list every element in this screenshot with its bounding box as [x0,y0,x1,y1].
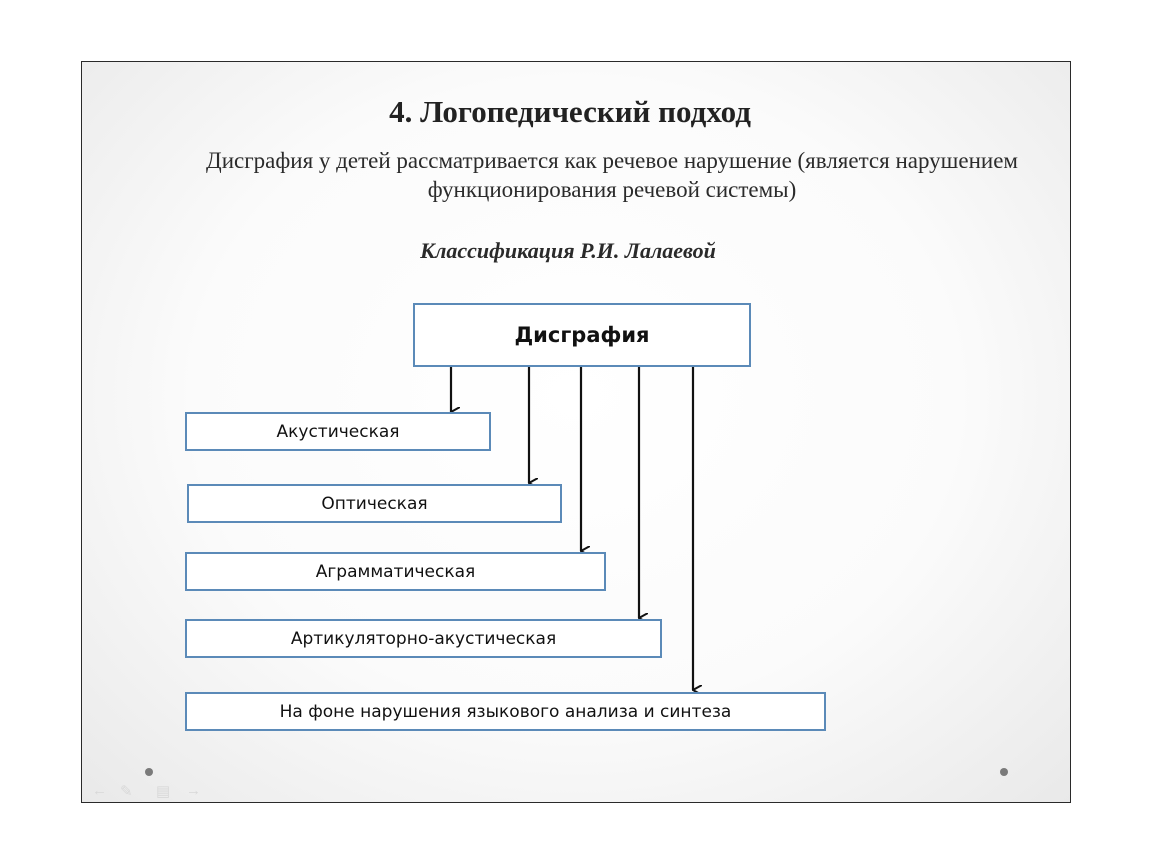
arrow-right-icon[interactable]: → [186,782,201,799]
child-box-optical: Оптическая [187,484,562,523]
classification-title: Классификация Р.И. Лалаевой [420,238,716,263]
slide-nav-dot-right[interactable] [1000,768,1008,776]
child-box-analysis-synthesis: На фоне нарушения языкового анализа и си… [185,692,826,731]
pen-icon[interactable]: ✎ [120,783,133,800]
slide: 4. Логопедический подход Дисграфия у дет… [81,61,1071,803]
slide-subtitle: Дисграфия у детей рассматривается как ре… [206,148,1018,202]
child-box-articulatory-acoustic: Артикуляторно-акустическая [185,619,662,658]
root-box-dysgraphia: Дисграфия [413,303,751,367]
slide-nav-dot-left[interactable] [145,768,153,776]
slide-title: 4. Логопедический подход [389,94,751,129]
slides-icon[interactable]: ▤ [156,783,171,800]
child-box-agrammatic: Аграмматическая [185,552,606,591]
diagram-arrows [449,367,1071,803]
arrow-left-icon[interactable]: ← [92,782,107,799]
child-box-acoustic: Акустическая [185,412,491,451]
